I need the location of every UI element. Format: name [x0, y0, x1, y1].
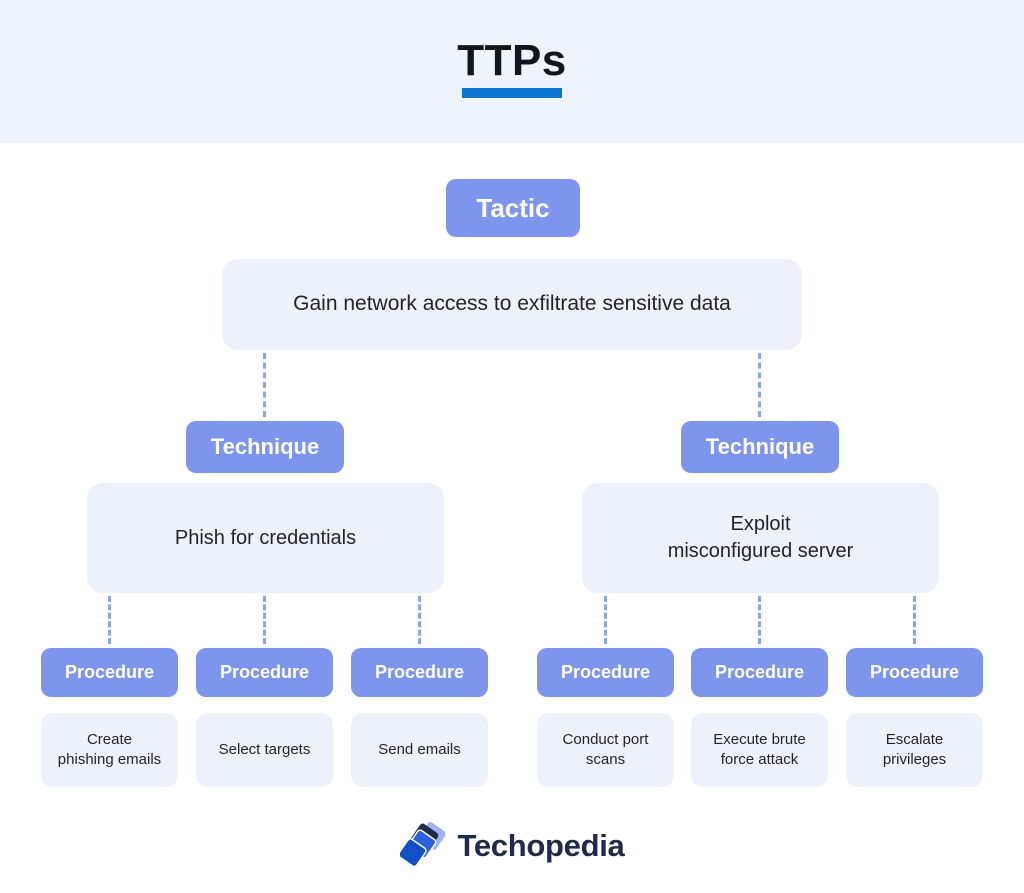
procedure-badge: Procedure [41, 648, 178, 697]
techopedia-logo: Techopedia [0, 818, 1024, 873]
technique-node: Phish for credentials [87, 483, 444, 593]
connector-tactic-technique-left [263, 353, 266, 417]
connector-technique-procedure [604, 596, 607, 644]
connector-technique-procedure [263, 596, 266, 644]
procedure-badge: Procedure [846, 648, 983, 697]
connector-technique-procedure [913, 596, 916, 644]
technique-node: Exploit misconfigured server [582, 483, 939, 593]
procedure-badge: Procedure [351, 648, 488, 697]
procedure-node: Conduct port scans [537, 713, 674, 787]
tactic-badge: Tactic [446, 179, 580, 237]
header-band [0, 0, 1024, 143]
procedure-node: Send emails [351, 713, 488, 787]
techopedia-logo-icon [399, 822, 445, 868]
procedure-node: Escalate privileges [846, 713, 983, 787]
connector-tactic-technique-right [758, 353, 761, 417]
procedure-node: Create phishing emails [41, 713, 178, 787]
technique-badge: Technique [681, 421, 839, 473]
title-underline [462, 88, 562, 98]
tactic-node: Gain network access to exfiltrate sensit… [222, 259, 802, 350]
procedure-badge: Procedure [537, 648, 674, 697]
procedure-node: Execute brute force attack [691, 713, 828, 787]
procedure-badge: Procedure [196, 648, 333, 697]
techopedia-wordmark: Techopedia [457, 827, 625, 863]
page-title: TTPs [457, 36, 567, 85]
connector-technique-procedure [758, 596, 761, 644]
connector-technique-procedure [108, 596, 111, 644]
technique-badge: Technique [186, 421, 344, 473]
procedure-badge: Procedure [691, 648, 828, 697]
procedure-node: Select targets [196, 713, 333, 787]
connector-technique-procedure [418, 596, 421, 644]
